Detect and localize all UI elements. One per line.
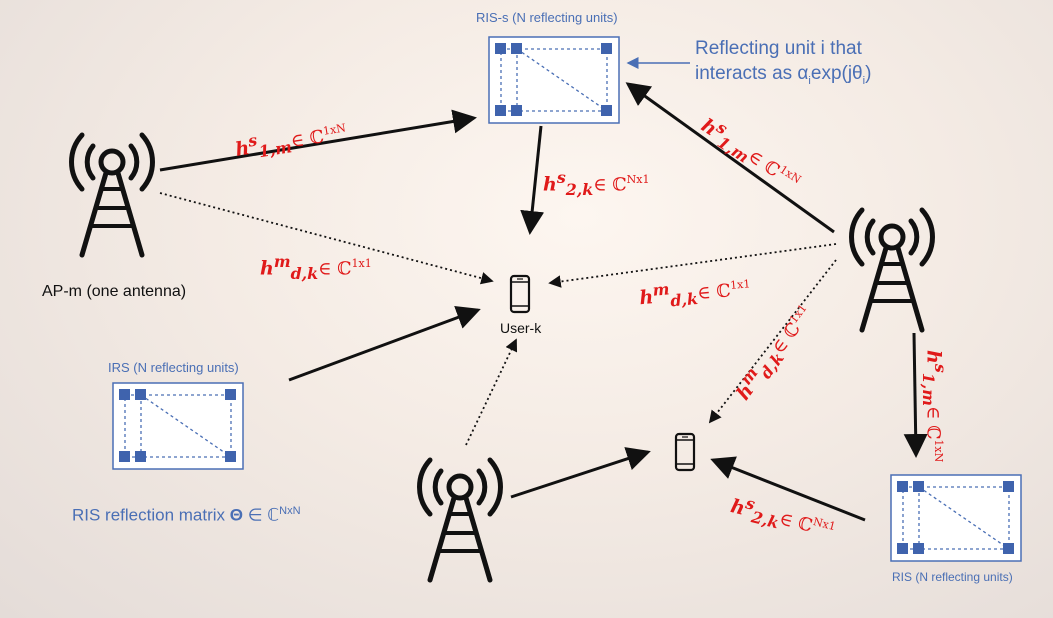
user-phone-icon	[674, 432, 696, 472]
channel-sup: s	[246, 130, 259, 151]
channel-label-hdk-apm: hmd,k∈ ℂ1x1	[260, 252, 372, 283]
ris-matrix-text: RIS reflection matrix	[72, 505, 230, 525]
channel-dim: Nx1	[626, 173, 650, 186]
arrow-ap-right-to-ris-bottom	[903, 332, 928, 458]
irs-title: IRS (N reflecting units)	[108, 360, 239, 375]
arrow-apm-to-ris-s	[159, 109, 477, 172]
channel-sup: s	[556, 168, 566, 187]
dotted-ap-right-to-user-k	[548, 243, 837, 288]
arrow-ap-right-to-ris-s	[625, 82, 835, 234]
reflecting-unit-line2-text: interacts as α	[695, 63, 809, 84]
alpha-subscript: i	[808, 74, 811, 87]
ap-m-label: AP-m (one antenna)	[42, 283, 187, 300]
channel-dim: 1x1	[729, 277, 751, 292]
channel-dim: 1x1	[351, 257, 372, 270]
channel-label-h1m-vertical: hs1,m∈ ℂ1xN	[919, 350, 950, 462]
ris-matrix-dim: NxN	[279, 505, 301, 517]
irs-panel	[112, 382, 244, 470]
ris-bottom-title: RIS (N reflecting units)	[892, 570, 1013, 584]
channel-dim: Nx1	[811, 515, 838, 534]
reflecting-unit-close: )	[865, 63, 872, 84]
channel-h: h	[922, 350, 945, 364]
channel-sup: m	[273, 252, 291, 271]
reflecting-unit-tail: exp(jθ	[810, 63, 863, 84]
channel-set: ∈ ℂ	[289, 126, 326, 153]
dotted-apm-to-user-k	[159, 192, 494, 285]
channel-set: ∈ ℂ	[318, 258, 352, 280]
channel-label-h2k-ris-s: hs2,k∈ ℂNx1	[543, 168, 649, 199]
ris-s-title: RIS-s (N reflecting units)	[476, 10, 618, 25]
channel-sub: 2,k	[565, 180, 594, 200]
ris-bottom-panel	[890, 474, 1022, 562]
arrow-ris-s-to-user-k	[520, 125, 545, 235]
channel-dim: 1xN	[932, 439, 945, 463]
ap-m-tower-icon	[72, 135, 153, 255]
ris-matrix-set: ∈ ℂ	[243, 505, 280, 525]
channel-h: h	[543, 173, 557, 196]
channel-sub: 1,m	[918, 372, 938, 407]
channel-set: ∈ ℂ	[593, 174, 627, 196]
ap-right-tower-icon	[852, 210, 933, 330]
channel-set: ∈ ℂ	[777, 508, 815, 537]
channel-sup: s	[931, 363, 950, 373]
reflecting-unit-line2: interacts as αiexp(jθi)	[695, 61, 871, 94]
channel-sub: d,k	[290, 264, 319, 284]
dotted-ap-bottom-to-user-k	[465, 338, 518, 446]
channel-h: h	[260, 257, 274, 280]
theta-subscript: i	[862, 74, 866, 87]
ris-s-panel	[488, 36, 620, 124]
user-k-label: User-k	[500, 320, 542, 336]
user-k-phone-icon	[509, 274, 531, 314]
ap-bottom-tower-icon	[420, 460, 501, 580]
channel-sub: d,k	[669, 289, 699, 311]
channel-set: ∈ ℂ	[922, 406, 944, 440]
dotted-ap-right-to-user	[708, 259, 837, 424]
arrow-irs-to-user-k	[288, 306, 481, 382]
reflecting-unit-line1: Reflecting unit i that	[695, 38, 862, 59]
arrow-ris-bottom-to-user	[710, 456, 866, 522]
channel-sup: m	[651, 279, 671, 300]
reflecting-unit-note: Reflecting unit i that interacts as αiex…	[695, 36, 871, 94]
arrow-ap-bottom-to-user	[510, 447, 651, 499]
ris-matrix-symbol: Θ	[229, 505, 243, 525]
channel-set: ∈ ℂ	[696, 280, 732, 305]
ris-matrix-label: RIS reflection matrix Θ ∈ ℂNxN	[72, 505, 301, 526]
channel-dim: 1xN	[322, 121, 347, 138]
